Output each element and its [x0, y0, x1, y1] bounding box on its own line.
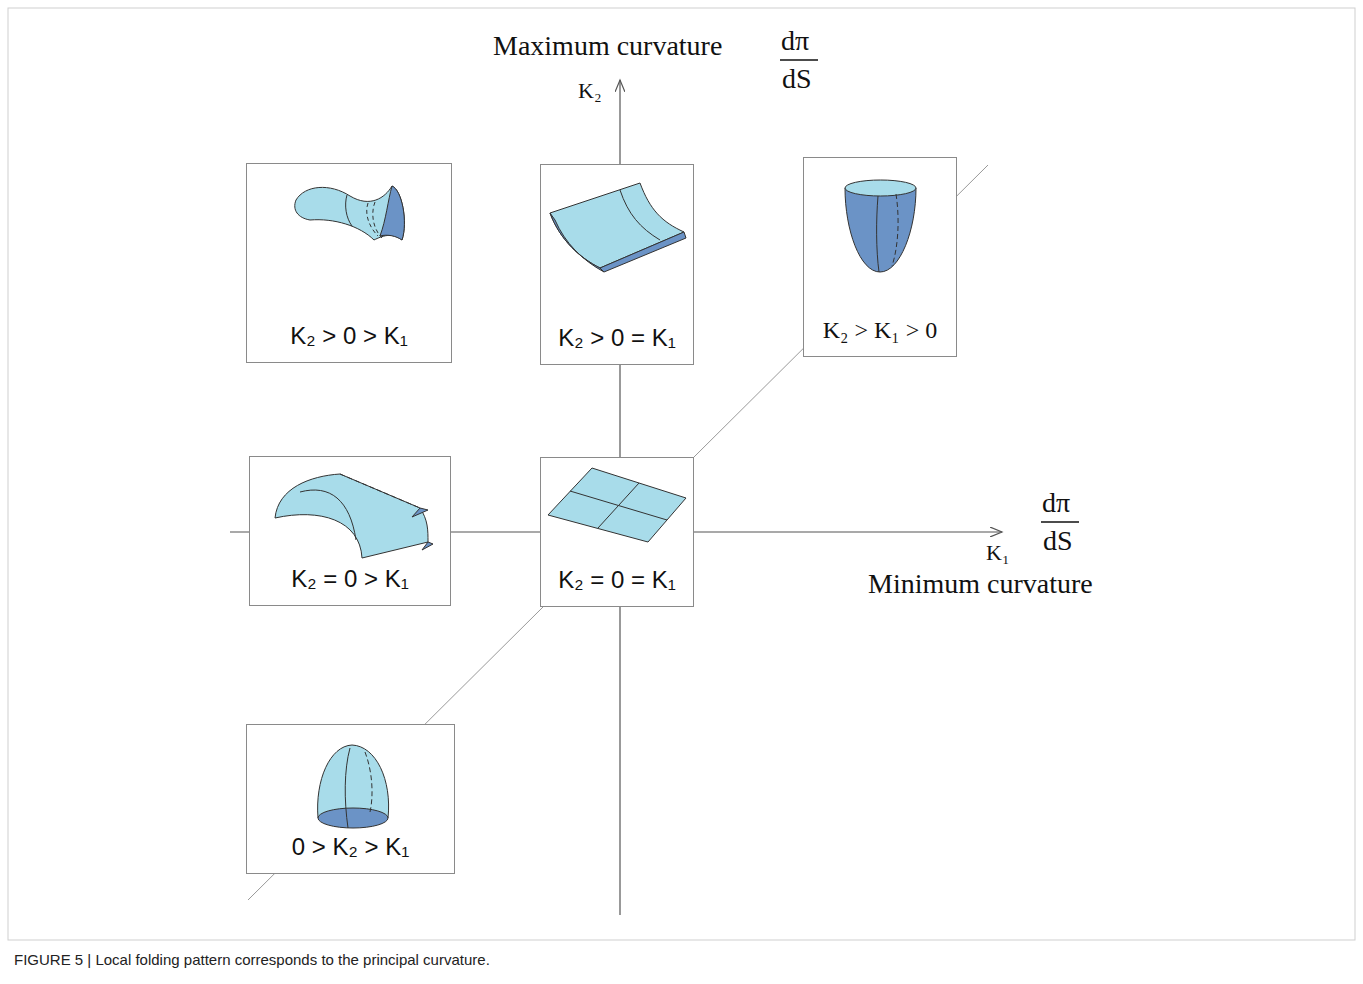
bowl-surface: [845, 180, 916, 272]
axis-symbol: K₂: [578, 78, 602, 104]
axis-symbol: K₁: [986, 540, 1010, 566]
curvature-box: K₂ = 0 = K₁: [540, 457, 694, 607]
curvature-box: K₂ = 0 > K₁: [249, 456, 451, 606]
fraction-bar: [1041, 521, 1079, 523]
axis-title: Minimum curvature: [868, 568, 1093, 600]
fraction-denominator: dS: [1043, 525, 1073, 557]
plane-surface: [548, 468, 686, 542]
curvature-box: K₂ > 0 = K₁: [540, 164, 694, 365]
figure-caption: FIGURE 5 | Local folding pattern corresp…: [14, 951, 490, 968]
curvature-condition: K₂ = 0 > K₁: [285, 565, 414, 605]
curvature-condition: K₂ > 0 = K₁: [552, 324, 681, 364]
saddle-surface: [295, 186, 405, 240]
fraction-numerator: dπ: [1042, 487, 1070, 519]
figure-frame: [8, 8, 1355, 940]
curvature-condition: K₂ = 0 = K₁: [552, 566, 681, 606]
fraction-numerator: dπ: [781, 25, 809, 57]
trough-surface: [550, 183, 686, 272]
fraction-bar: [780, 59, 818, 61]
arch-surface: [275, 474, 433, 558]
curvature-box: K₂ > K₁ > 0: [803, 157, 957, 357]
fraction-denominator: dS: [782, 63, 812, 95]
axis-title: Maximum curvature: [493, 30, 722, 62]
curvature-condition: K₂ > K₁ > 0: [817, 317, 943, 356]
curvature-condition: 0 > K₂ > K₁: [286, 833, 415, 873]
box-grounds: [246, 157, 957, 874]
curvature-box: 0 > K₂ > K₁: [246, 724, 455, 874]
curvature-condition: K₂ > 0 > K₁: [284, 322, 413, 362]
curvature-box: K₂ > 0 > K₁: [246, 163, 452, 363]
dome-surface: [318, 745, 389, 828]
